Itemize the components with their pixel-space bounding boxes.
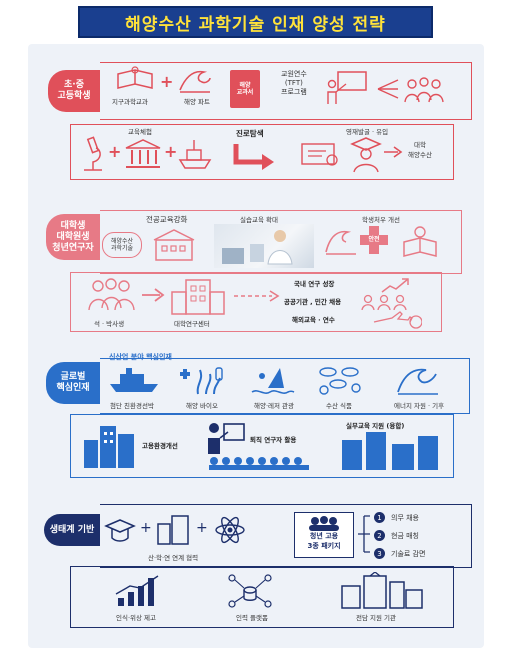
career-label: 진로탐색	[236, 129, 264, 138]
rays-icon	[377, 79, 399, 99]
section-head-students: 초·중 고등학생	[48, 70, 100, 112]
eco-ship-label: 첨단 친환경선박	[110, 402, 154, 410]
energy-icon	[397, 368, 438, 395]
company-icon	[157, 515, 189, 545]
earth-science-label: 지구과학교과	[112, 98, 148, 106]
sun-book-icon	[403, 226, 437, 257]
career-arrow-icon	[233, 144, 274, 170]
wave-icon	[179, 70, 211, 93]
microscope-icon	[84, 136, 102, 171]
new-industry-label: 신산업 분야 핵심인재	[106, 352, 175, 362]
univ-frame-bottom	[70, 272, 442, 332]
dashed-arrow-icon	[234, 290, 280, 302]
plus-icon: +	[108, 142, 122, 161]
global-frame-top	[100, 358, 470, 414]
employment-env-label: 고용환경개선	[142, 442, 178, 450]
bracket-icon	[358, 515, 370, 553]
eco-frame-bottom	[70, 566, 454, 628]
strategy-panel	[28, 44, 484, 648]
overseas-training-label: 해외교육 · 연수	[292, 316, 335, 324]
tft-program-label: 교원연수 (TFT) 프로그램	[281, 70, 307, 96]
plus-icon: +	[196, 520, 208, 536]
tsunami-icon	[325, 230, 356, 255]
safety-cross: 안전	[360, 226, 388, 254]
university-label: 대학 해양수산	[408, 141, 432, 159]
section-head-university: 대학생 대학원생 청년연구자	[46, 214, 100, 260]
rising-bars-icon	[115, 575, 159, 606]
package-item-2: 2 현금 매칭	[374, 530, 419, 541]
buildings-icon	[84, 426, 134, 468]
airplane-globe-icon	[373, 311, 422, 329]
public-hiring-label: 공공기관 , 민간 채용	[284, 298, 342, 306]
research-center-icon	[171, 279, 225, 315]
plus-icon: +	[140, 520, 152, 536]
package-item-1: 1 의무 채용	[374, 512, 419, 523]
leisure-label: 해양·레저 관광	[254, 402, 295, 410]
ship-icon	[178, 140, 212, 169]
practice-support-label: 실무교육 지원 (융합)	[346, 422, 405, 430]
earth-book-icon	[117, 66, 153, 89]
package-line-2: 3종 패키지	[307, 542, 341, 550]
agency-label: 전담 지원 기관	[356, 614, 397, 622]
seafood-icon	[319, 367, 361, 395]
research-center-label: 대학연구센터	[174, 320, 210, 328]
section-head-global: 글로벌 핵심인재	[46, 362, 100, 404]
ocean-tech-badge: 해양수산 과학기술	[102, 232, 142, 258]
agency-buildings-icon	[341, 572, 423, 609]
univ-frame-top	[100, 210, 462, 274]
students-group-icon	[88, 278, 135, 311]
staff-icon	[361, 294, 407, 310]
students-frame-top	[100, 62, 472, 120]
num-badge-2: 2	[374, 530, 385, 541]
people-group-icon	[404, 77, 444, 103]
domestic-growth-label: 국내 연구 성장	[294, 280, 335, 288]
platform-label: 인력 플랫폼	[236, 614, 268, 622]
seafood-label: 수산 식품	[326, 402, 352, 410]
audience-icon	[209, 457, 309, 470]
major-education-label: 전공교육강화	[146, 215, 188, 224]
package-item-3: 3 기술료 감면	[374, 548, 425, 559]
retired-researcher-icon	[208, 423, 245, 454]
welfare-label: 학생처우 개선	[362, 216, 400, 224]
energy-label: 에너지 자원 · 기후	[394, 402, 445, 410]
platform-icon	[228, 574, 272, 608]
plus-icon: +	[160, 72, 174, 91]
plus-icon: +	[164, 142, 178, 161]
section-head-ecosystem: 생태계 기반	[44, 514, 100, 546]
lab-education-label: 실습교육 확대	[240, 216, 278, 224]
marine-bio-icon	[180, 367, 223, 395]
num-badge-3: 3	[374, 548, 385, 559]
phd-students-label: 석 · 박사생	[94, 320, 125, 328]
eco-ship-icon	[110, 368, 158, 392]
students-frame-bottom	[70, 124, 454, 180]
awareness-label: 인식·위상 제고	[116, 614, 157, 622]
lab-photo	[214, 224, 314, 268]
page-title: 해양수산 과학기술 인재 양성 전략	[125, 14, 386, 35]
arrow-right-icon	[142, 288, 165, 302]
marine-bio-label: 해양 바이오	[186, 402, 218, 410]
presentation-icon	[327, 71, 367, 104]
city-icon	[342, 432, 438, 470]
cooperation-label: 산·학·연 연계 협력	[148, 554, 199, 562]
retired-researcher-label: 퇴직 연구자 활용	[250, 436, 297, 444]
title-banner: 해양수산 과학기술 인재 양성 전략	[78, 6, 433, 38]
graduate-icon	[350, 137, 382, 173]
ocean-part-label: 해양 파트	[184, 98, 210, 106]
atom-icon	[215, 516, 245, 544]
global-frame-bottom	[70, 414, 454, 478]
num-badge-1: 1	[374, 512, 385, 523]
experience-label: 교육체험	[128, 128, 152, 136]
package-line-1: 청년 고용	[309, 532, 339, 540]
growth-chart-icon	[381, 278, 409, 293]
certificate-icon	[301, 143, 338, 166]
talent-label: 영재발굴 · 유입	[346, 128, 389, 136]
eco-frame-top	[100, 504, 472, 568]
textbook-icon: 해양 교과서	[230, 70, 260, 108]
youth-package-box: 청년 고용 3종 패키지	[294, 512, 354, 558]
leisure-icon	[251, 368, 295, 394]
museum-icon	[125, 139, 161, 168]
school-building-icon	[153, 229, 195, 261]
arrow-right-icon	[384, 146, 403, 158]
cap-icon	[104, 519, 136, 542]
